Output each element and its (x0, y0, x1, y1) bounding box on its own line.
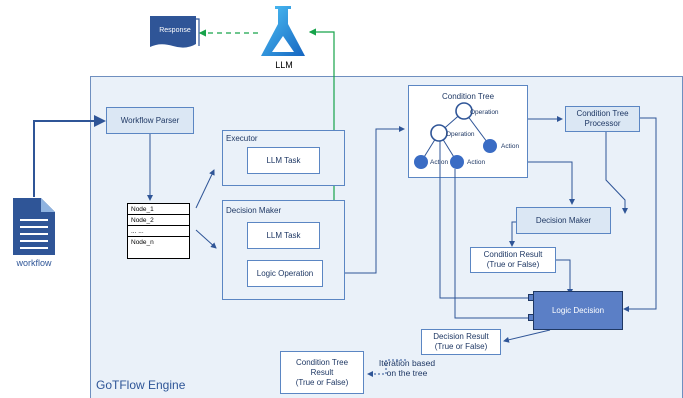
action-label-3: Action (467, 159, 486, 166)
workflow-parser-box: Workflow Parser (106, 107, 194, 134)
condition-result-line2: (True or False) (486, 260, 540, 269)
llm-label: LLM (275, 60, 293, 70)
decision-result-line2: (True or False) (434, 342, 488, 351)
decision-result-line1: Decision Result (433, 332, 489, 341)
node-item: ... ... (128, 226, 189, 237)
logic-operation-box: Logic Operation (247, 260, 323, 287)
iteration-text: Iteration based on the tree (368, 358, 446, 378)
llm-icon (261, 6, 305, 56)
operation-label-2: Operation (446, 131, 475, 138)
ct-result-line1: Condition Tree (295, 357, 349, 367)
action-label-1: Action (501, 143, 520, 150)
executor-llm-task: LLM Task (247, 147, 320, 174)
executor-label: Executor (226, 134, 258, 143)
workflow-document-icon (13, 198, 55, 255)
workflow-label: workflow (16, 258, 52, 268)
operation-label-1: Operation (470, 109, 499, 116)
condition-result-box: Condition Result (True or False) (470, 247, 556, 273)
action-label-2: Action (430, 159, 449, 166)
iteration-line1: Iteration based (378, 358, 436, 368)
decision-llm-task: LLM Task (247, 222, 320, 249)
condition-tree-label: Condition Tree (441, 92, 495, 101)
node-list: Node_1 Node_2 ... ... Node_n (127, 203, 190, 259)
decision-result-box: Decision Result (True or False) (421, 329, 501, 355)
engine-label: GoTFlow Engine (96, 378, 186, 392)
response-label: Response (159, 27, 191, 34)
condition-result-line1: Condition Result (483, 250, 543, 259)
decision-maker-label: Decision Maker (226, 206, 282, 215)
logic-decision-box: Logic Decision (533, 291, 623, 330)
condition-tree-result-box: Condition Tree Result (True or False) (280, 351, 364, 394)
node-item: Node_n (131, 239, 154, 246)
node-item: Node_2 (128, 215, 189, 226)
ct-result-line2: Result (310, 367, 334, 377)
node-item: Node_1 (128, 204, 189, 215)
decision-maker-box: Decision Maker (516, 207, 611, 234)
iteration-line2: on the tree (386, 368, 428, 378)
condition-tree-processor-box: Condition Tree Processor (565, 106, 640, 132)
ct-result-line3: (True or False) (295, 377, 349, 387)
response-document-icon (150, 16, 200, 48)
